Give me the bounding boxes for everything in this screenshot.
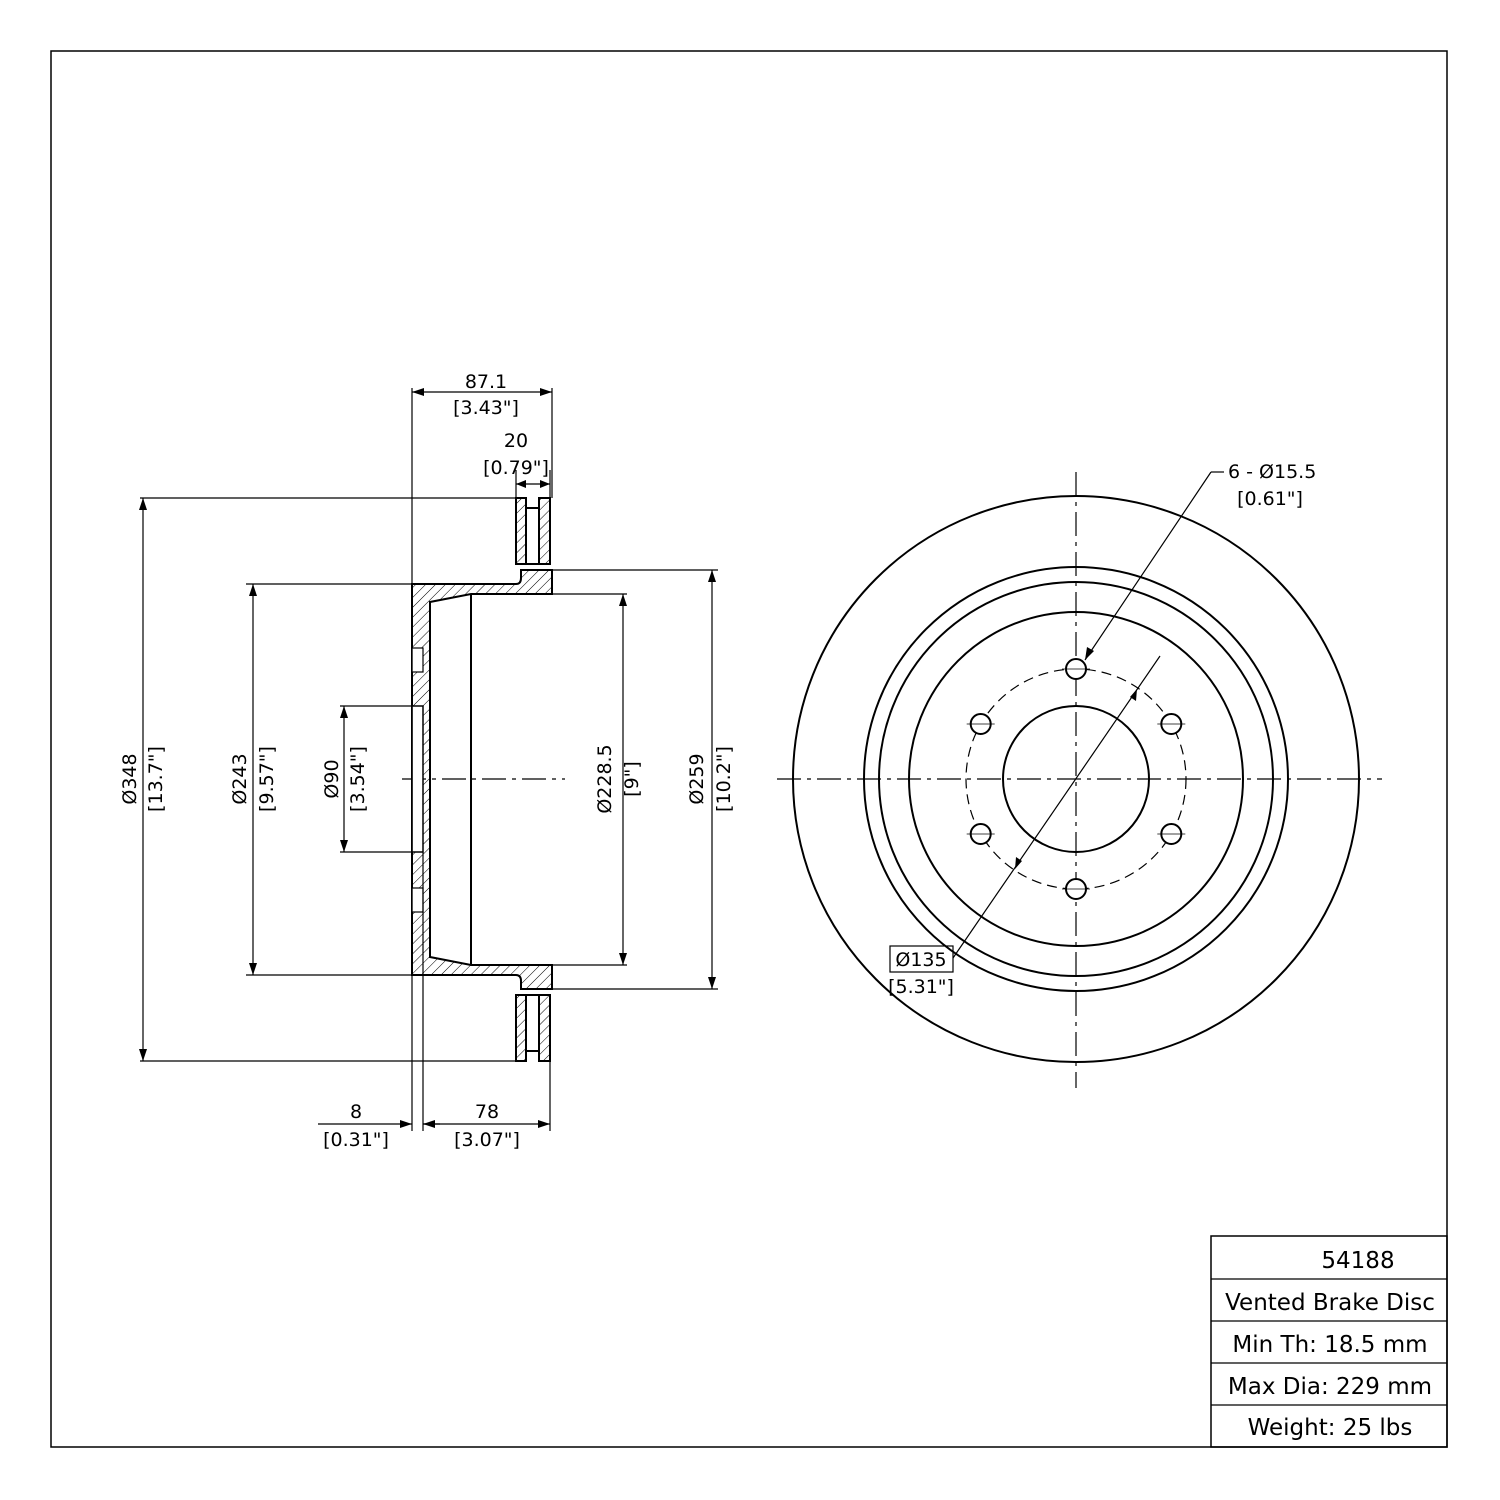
disc-upper-outer-cheek: [515, 497, 527, 565]
dim-hat-diameter-in: [9.57"]: [256, 746, 278, 812]
dim-hat-height-mm: 78: [475, 1101, 499, 1123]
dim-disc-thickness-in: [0.79"]: [483, 457, 549, 479]
dim-hat-thickness-in: [0.31"]: [323, 1129, 389, 1151]
dim-drum-diameter-mm: Ø228.5: [594, 744, 616, 813]
bolt-hole-callout-mm: 6 - Ø15.5: [1228, 461, 1316, 483]
side-view: 87.1 [3.43"] 20 [0.79"] Ø348 [13.7"] Ø24…: [119, 371, 735, 1151]
front-view: 6 - Ø15.5 [0.61"] Ø135 [5.31"]: [777, 461, 1382, 1088]
stud-slot-bottom: [411, 887, 424, 913]
hat-section: [411, 569, 553, 990]
dim-inner-pad-diameter-mm: Ø259: [686, 753, 708, 804]
dim-center-bore-in: [3.54"]: [347, 746, 369, 812]
dim-inner-pad-diameter-in: [10.2"]: [713, 746, 735, 812]
bolt-circle-callout-mm: Ø135: [895, 949, 946, 971]
weight: Weight: 25 lbs: [1248, 1415, 1413, 1441]
disc-lower-inner-cheek: [538, 994, 551, 1062]
hat-face-edge: [908, 611, 1244, 947]
disc-lower-outer-cheek: [515, 994, 527, 1062]
bolt-circle-callout-in: [5.31"]: [888, 976, 954, 998]
dim-outer-diameter-in: [13.7"]: [145, 746, 167, 812]
min-thickness: Min Th: 18.5 mm: [1232, 1332, 1427, 1358]
center-bore: [1002, 705, 1150, 853]
rotor-outer-edge: [792, 495, 1360, 1063]
dim-overall-width-in: [3.43"]: [453, 397, 519, 419]
drawing-border: [50, 50, 1448, 1448]
dim-disc-thickness-mm: 20: [504, 430, 528, 452]
bolt-circle-box: [889, 945, 954, 973]
dim-drum-diameter-in: [9"]: [621, 761, 643, 797]
dim-outer-diameter-mm: Ø348: [119, 753, 141, 804]
dim-center-bore-mm: Ø90: [321, 759, 343, 798]
part-number: 54188: [1321, 1248, 1394, 1274]
bolt-hole-callout-in: [0.61"]: [1237, 488, 1303, 510]
hub-face: [411, 705, 424, 853]
dim-overall-width-mm: 87.1: [465, 371, 507, 393]
max-diameter: Max Dia: 229 mm: [1228, 1374, 1432, 1400]
dim-hat-height-in: [3.07"]: [454, 1129, 520, 1151]
stud-slot-top: [411, 647, 424, 673]
dim-hat-thickness-mm: 8: [350, 1101, 362, 1123]
disc-upper-inner-cheek: [538, 497, 551, 565]
bolt-holes: [966, 658, 1186, 900]
rotor-inner-friction-edge: [863, 566, 1289, 992]
hat-outer-edge: [878, 581, 1274, 977]
title-block: 54188 Vented Brake Disc Min Th: 18.5 mm …: [1210, 1235, 1448, 1448]
dim-hat-diameter-mm: Ø243: [229, 753, 251, 804]
part-description: Vented Brake Disc: [1225, 1290, 1435, 1316]
